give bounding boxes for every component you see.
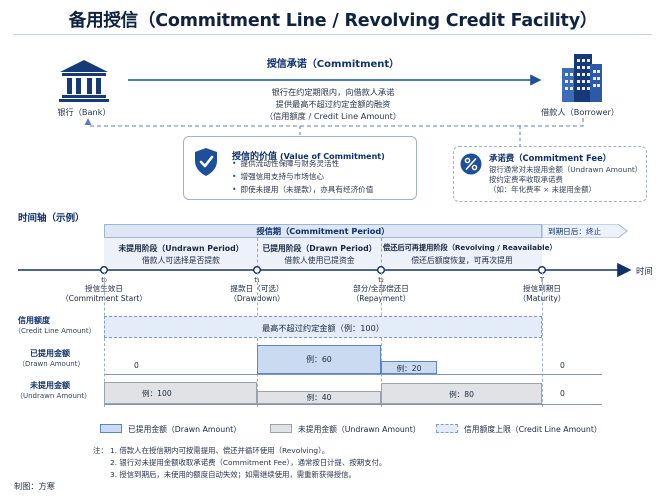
borrower-label: 借款人（Borrower） [540,107,620,117]
time-axis-label: 时间 [636,266,653,276]
undrawn-row-baseline [104,404,602,405]
guide-line-t0 [104,272,105,407]
guide-line-t1 [257,272,258,407]
drawn-row-label: 已提用金额 [30,349,70,358]
shield-check-icon [193,147,219,177]
undrawn-row-label: 未提用金额 [30,381,70,390]
segment-divider [257,238,258,268]
undrawn-value: 例：40 [306,393,332,402]
commitment-line: 提供最高不超过约定金额的融资 [275,99,391,109]
segment-title: 已提用阶段（Drawn Period） [262,244,377,253]
value-bullet: 即使未提用（未提款），亦具有经济价值 [232,183,373,196]
after-maturity-label: 到期日后：终止 [548,227,602,236]
segment-desc: 借款人使用已提资金 [284,256,355,265]
bank-icon [58,58,110,102]
drawn-row-sub: （Drawn Amount） [18,360,85,368]
legend-limit-swatch [436,424,458,433]
undrawn-value: 例：100 [142,389,172,398]
legend-drawn-label: 已提用金额（Drawn Amount） [128,425,242,434]
after-maturity-arrow [542,224,628,238]
fee-card-line: 银行通常对未提用金额（Undrawn Amount） [489,165,643,174]
undrawn-amount-bar [104,382,257,404]
commitment-title: 授信承诺（Commitment） [266,59,400,70]
fee-card-title: 承诺费（Commitment Fee） [489,153,612,163]
drawn-value: 例：20 [396,364,422,373]
segment-desc: 借款人可选择是否提款 [142,256,220,265]
undrawn-amount-bar [257,391,381,404]
chart-credit: 制图：方寒 [14,481,55,491]
legend-drawn-swatch [100,424,122,433]
credit-line-row-label: 信用额度 [18,316,50,325]
commitment-line: 银行在约定期限内，向借款人承诺 [271,87,395,97]
value-bullet: 提供流动性保障与财务灵活性 [232,157,339,170]
credit-line-bar-text: 最高不超过约定金额（例：100） [261,323,385,333]
drawn-amount-bar [257,345,381,374]
fee-card-line: 按约定费率收取承诺费 [489,175,563,184]
commitment-fee-card [453,146,647,202]
note-item: 1. 借款人在授信期内可按需提用、偿还并循环使用（Revolving）。 [110,446,330,455]
tick-sublabel: （Maturity） [518,294,566,303]
percent-icon [460,153,482,175]
drawn-amount-bar [381,361,437,374]
tick-sublabel: （Drawdown） [229,294,285,303]
guide-line-maturity [542,272,543,407]
credit-line-bar [104,316,542,338]
commitment-period-label: 授信期（Commitment Period） [256,226,390,236]
guide-line-t2 [381,272,382,407]
legend-undrawn-label: 未提用金额（Undrawn Amount） [298,425,421,434]
undrawn-value: 0 [560,389,565,398]
segment-desc: 偿还后额度恢复，可再次提用 [411,256,513,265]
note-item: 3. 授信到期后，未使用的额度自动失效；如需继续使用，需重新获得授信。 [110,470,356,479]
drawn-value: 例：60 [306,355,332,364]
undrawn-row-sub: （Undrawn Amount） [16,392,92,400]
notes-prefix: 注： [93,446,108,455]
bank-label: 银行（Bank） [57,107,111,117]
undrawn-value: 例：80 [449,390,474,399]
legend-undrawn-swatch [270,424,292,433]
legend-limit-label: 信用额度上限（Credit Line Amount） [464,425,602,434]
credit-line-row-sub: （Credit Line Amount） [14,327,96,335]
drawn-row-baseline [104,374,602,375]
drawn-value: 0 [134,361,139,370]
note-item: 2. 银行对未提用金额收取承诺费（Commitment Fee），通常按日计提、… [110,458,387,467]
value-bullet: 增强信用支持与市场信心 [232,170,324,183]
commitment-connectors [84,74,584,146]
borrower-building-icon [558,50,604,102]
segment-title: 偿还后可再提用阶段（Revolving / Reavailable） [383,243,557,252]
page-title: 备用授信（Commitment Line / Revolving Credit … [68,11,598,31]
segment-title: 未提用阶段（Undrawn Period） [118,244,244,253]
fee-card-line: （如：年化费率 × 未提用金额） [489,185,596,194]
timeline-heading: 时间轴（示例） [18,213,85,224]
segment-divider [381,238,382,268]
undrawn-amount-bar [381,383,542,404]
title-divider [14,34,652,35]
drawn-value: 0 [560,361,565,370]
commitment-line: （信用额度 / Credit Line Amount） [264,111,402,121]
